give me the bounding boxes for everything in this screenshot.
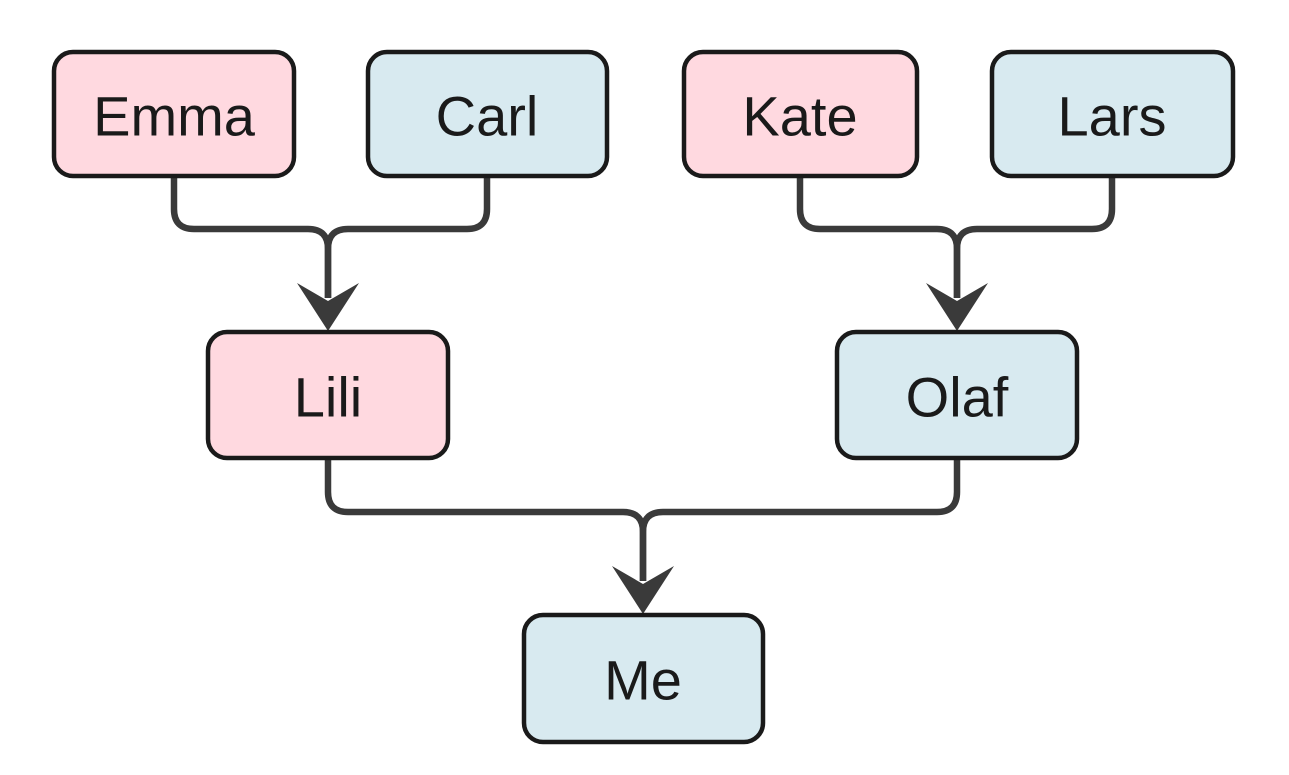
node-lars-box bbox=[989, 49, 1236, 179]
node-lili-box bbox=[205, 329, 451, 461]
node-label-group: Emma Carl Kate Lars Lili Olaf Me bbox=[93, 85, 1166, 712]
edge-olaf-me bbox=[639, 459, 961, 581]
edge-group bbox=[170, 178, 1116, 581]
node-emma-label: Emma bbox=[93, 85, 256, 148]
node-olaf-box bbox=[834, 329, 1080, 461]
node-kate-box bbox=[681, 49, 920, 179]
edge-carl-lili bbox=[324, 178, 491, 298]
node-carl-box bbox=[365, 49, 610, 179]
node-lili-label: Lili bbox=[294, 366, 362, 429]
node-group bbox=[51, 49, 1236, 745]
node-kate-label: Kate bbox=[742, 85, 857, 148]
arrowhead-into-me bbox=[612, 566, 674, 614]
edge-kate-olaf bbox=[796, 178, 961, 298]
node-lars-label: Lars bbox=[1058, 85, 1167, 148]
node-emma-box bbox=[51, 49, 297, 179]
arrowhead-into-lili bbox=[297, 283, 359, 331]
node-me-box bbox=[521, 612, 766, 745]
arrowhead-into-olaf bbox=[926, 283, 988, 331]
edge-emma-lili bbox=[170, 178, 332, 298]
arrowhead-group bbox=[297, 283, 988, 614]
edge-lili-me bbox=[324, 459, 647, 581]
node-me-label: Me bbox=[604, 649, 682, 712]
node-carl-label: Carl bbox=[436, 85, 539, 148]
edge-lars-olaf bbox=[953, 178, 1116, 298]
node-olaf-label: Olaf bbox=[906, 366, 1009, 429]
